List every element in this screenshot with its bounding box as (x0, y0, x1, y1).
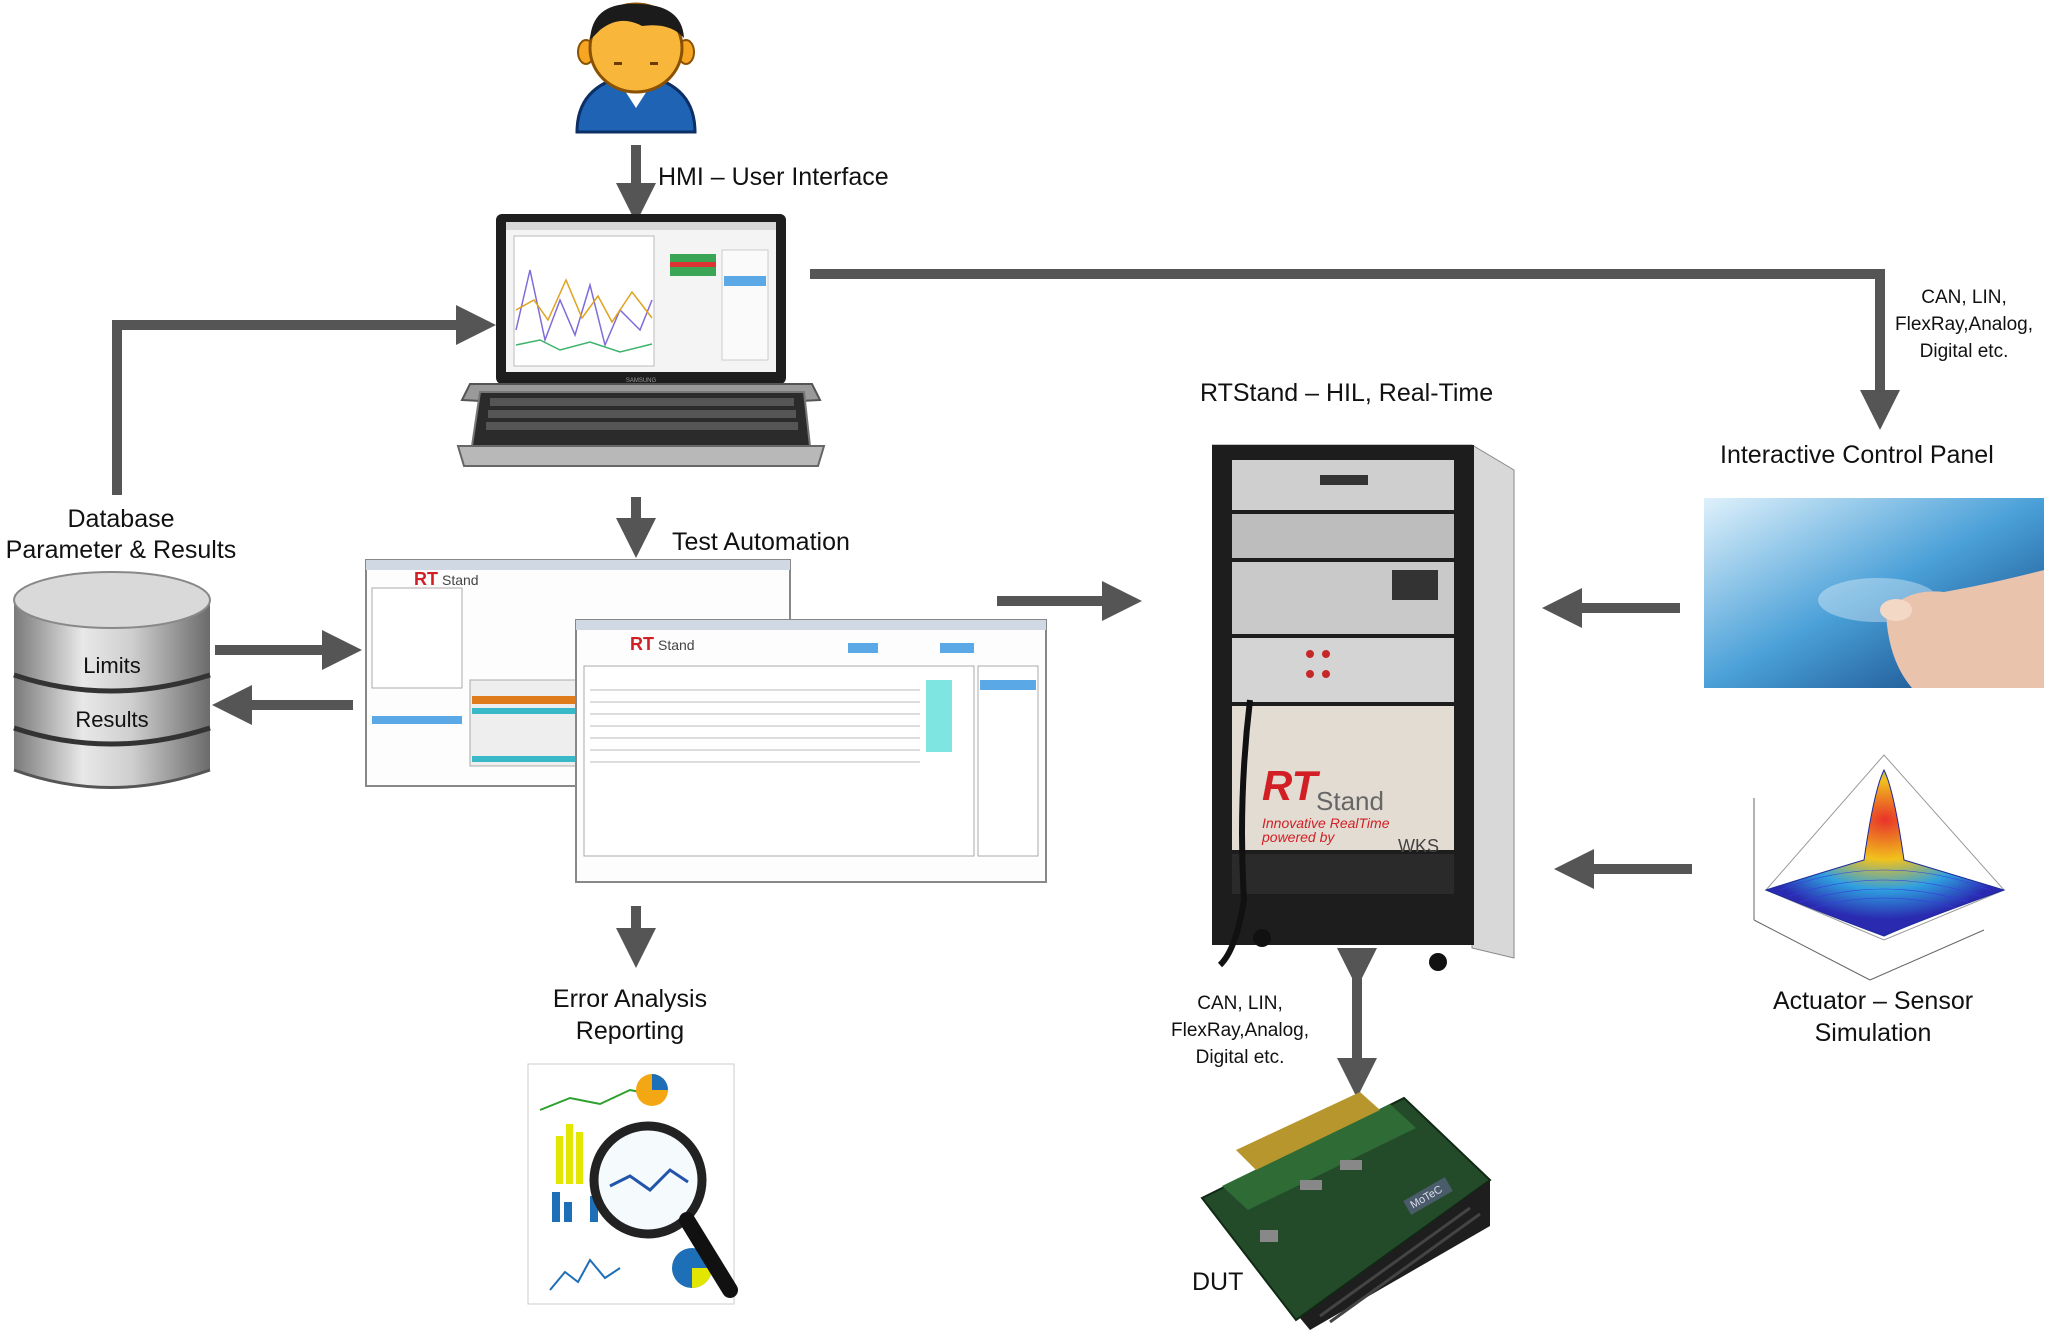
control-panel-label: Interactive Control Panel (1720, 441, 1994, 469)
bus-top-line2: FlexRay,Analog, (1895, 314, 2033, 335)
hmi-label: HMI – User Interface (658, 163, 889, 191)
actuator-sensor-label-line1: Actuator – Sensor (1772, 987, 1974, 1015)
rack-tagline1: Innovative RealTime (1262, 815, 1390, 831)
rack-brand-rt: RT (1262, 762, 1321, 809)
test-automation-label: Test Automation (672, 528, 850, 556)
bus-mid-line3: Digital etc. (1195, 1047, 1285, 1068)
hil-rack-icon (1212, 444, 1515, 971)
actuator-sensor-label-line2: Simulation (1814, 1019, 1932, 1047)
touch-panel-icon (1704, 498, 2044, 688)
circuit-board-icon (1200, 1092, 1492, 1330)
database-icon (13, 571, 211, 789)
small-brand-2b: Stand (658, 637, 695, 653)
bus-mid-line2: FlexRay,Analog, (1171, 1020, 1309, 1041)
bus-mid-line1: CAN, LIN, (1197, 993, 1283, 1014)
user-icon (575, 2, 697, 134)
laptop-icon (456, 214, 826, 467)
arrow-hmi-to-control (810, 269, 1900, 430)
arrow-db-to-hmi (112, 305, 496, 495)
dut-label: DUT (1192, 1268, 1244, 1296)
test-automation-screens (365, 559, 1047, 883)
small-brand-1: RT (414, 569, 438, 589)
error-analysis-label-line2: Reporting (575, 1017, 685, 1045)
database-disk-limits: Limits (83, 653, 141, 678)
database-disk-results: Results (75, 707, 149, 732)
magnifier-report-icon (527, 1063, 738, 1305)
rack-tagline2: powered by (1261, 829, 1335, 845)
small-brand-1b: Stand (442, 572, 479, 588)
small-brand-2: RT (630, 634, 654, 654)
rack-maker: WKS (1398, 836, 1439, 856)
database-label-line1: Database (67, 505, 175, 533)
arrows (112, 145, 1900, 1098)
3d-surface-plot-icon (1753, 754, 2006, 981)
rack-brand-stand: Stand (1316, 786, 1384, 816)
rtstand-title: RTStand – HIL, Real-Time (1200, 379, 1494, 407)
laptop-brand: SAMSUNG (626, 378, 657, 384)
database-label-line2: Parameter & Results (5, 536, 237, 564)
error-analysis-label-line1: Error Analysis (552, 985, 708, 1013)
bus-top-line3: Digital etc. (1919, 341, 2009, 362)
bus-top-line1: CAN, LIN, (1921, 287, 2007, 308)
